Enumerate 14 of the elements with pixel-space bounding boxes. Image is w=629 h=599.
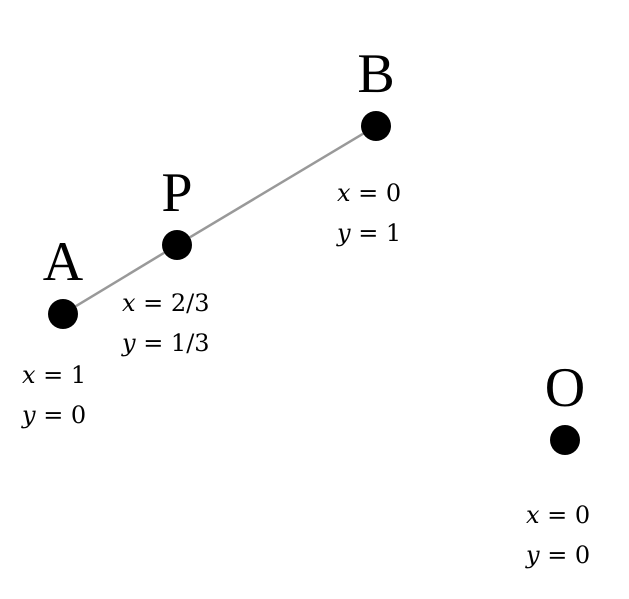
connector-line: [189, 132, 364, 238]
coordinate-label: y = 1: [337, 218, 402, 248]
coordinate-label: y = 1/3: [122, 328, 210, 358]
coordinate-label: y = 0: [526, 540, 590, 570]
coordinate-label: x = 1: [22, 360, 86, 390]
coordinate-label: x = 0: [526, 500, 590, 530]
point-label: O: [544, 358, 586, 418]
connector-line: [75, 252, 165, 308]
coordinate-label: x = 2/3: [122, 288, 210, 318]
point-label: P: [160, 163, 194, 223]
coordinate-label: y = 0: [22, 400, 86, 430]
point-label: A: [42, 232, 84, 292]
point-label: B: [356, 44, 396, 104]
coordinate-label: x = 0: [337, 178, 402, 208]
